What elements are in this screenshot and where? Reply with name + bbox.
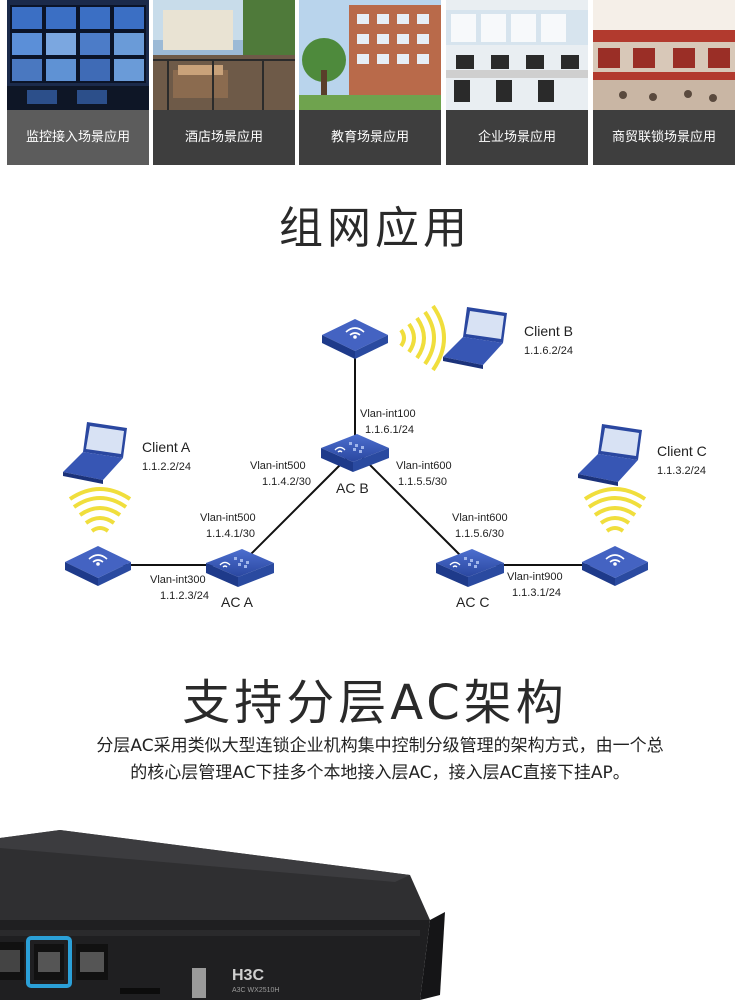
aca-left-vlan: Vlan-int300 xyxy=(150,574,206,586)
scene-label: 酒店场景应用 xyxy=(153,110,295,165)
monitoring-scene-image xyxy=(7,0,149,165)
client-c-name: Client C xyxy=(657,443,707,459)
section-title-networking: 组网应用 xyxy=(279,203,471,254)
laptop-icon xyxy=(63,422,127,484)
link-acb-aca xyxy=(239,449,356,566)
client-b-name: Client B xyxy=(524,323,573,339)
scene-label: 监控接入场景应用 xyxy=(7,110,149,165)
aca-left-ip: 1.1.2.3/24 xyxy=(160,590,209,602)
link-acb-acc xyxy=(354,449,471,566)
acb-left-vlan: Vlan-int500 xyxy=(250,460,306,472)
wifi-signal-icon xyxy=(68,487,132,533)
usb-port-icon xyxy=(192,968,206,998)
acc-up-ip: 1.1.5.6/30 xyxy=(455,528,504,540)
wifi-signal-icon xyxy=(399,304,446,372)
acc-up-vlan: Vlan-int600 xyxy=(452,512,508,524)
access-point-icon xyxy=(65,546,131,586)
highlight-frame xyxy=(26,936,72,988)
acb-right-vlan: Vlan-int600 xyxy=(396,460,452,472)
network-topology-diagram: Client B 1.1.6.2/24 Vlan-int100 1.1.6.1/… xyxy=(63,304,707,610)
ac-switch-icon xyxy=(436,549,504,587)
scene-tile-enterprise[interactable]: 企业场景应用 xyxy=(446,0,588,165)
ac-switch-icon xyxy=(321,434,389,472)
access-point-icon xyxy=(582,546,648,586)
scene-tile-monitoring[interactable]: 监控接入场景应用 xyxy=(7,0,149,165)
ethernet-port-icon xyxy=(34,944,64,980)
scene-label: 企业场景应用 xyxy=(446,110,588,165)
ac-device-image: H3C A3C WX2510H xyxy=(0,830,445,1000)
description-line-1: 分层AC采用类似大型连锁企业机构集中控制分级管理的架构方式，由一个总 xyxy=(96,736,664,756)
ethernet-port-icon xyxy=(76,944,108,980)
section-title-hierarchical-ac: 支持分层AC架构 xyxy=(182,675,568,731)
acb-up-vlan: Vlan-int100 xyxy=(360,408,416,420)
scene-tile-retail[interactable]: 商贸联锁场景应用 xyxy=(593,0,735,165)
scene-tile-hotel[interactable]: 酒店场景应用 xyxy=(153,0,295,165)
acc-right-ip: 1.1.3.1/24 xyxy=(512,587,561,599)
scene-tiles: 监控接入场景应用 酒店场景应用 教育场景应用 xyxy=(0,0,750,167)
description-line-2: 的核心层管理AC下挂多个本地接入层AC，接入层AC直接下挂AP。 xyxy=(130,763,630,783)
section-description: 分层AC采用类似大型连锁企业机构集中控制分级管理的架构方式，由一个总 的核心层管… xyxy=(50,733,710,787)
wifi-signal-icon xyxy=(583,487,647,533)
acb-up-ip: 1.1.6.1/24 xyxy=(365,424,414,436)
ac-switch-icon xyxy=(206,549,274,587)
client-b-ip: 1.1.6.2/24 xyxy=(524,345,573,357)
acc-right-vlan: Vlan-int900 xyxy=(507,571,563,583)
client-a-name: Client A xyxy=(142,439,191,455)
ethernet-port-icon xyxy=(0,942,24,980)
aca-name: AC A xyxy=(221,594,254,610)
aca-up-ip: 1.1.4.1/30 xyxy=(206,528,255,540)
brand-logo: H3C xyxy=(232,967,264,984)
acc-name: AC C xyxy=(456,594,489,610)
acb-right-ip: 1.1.5.5/30 xyxy=(398,476,447,488)
scene-label: 教育场景应用 xyxy=(299,110,441,165)
scene-label: 商贸联锁场景应用 xyxy=(593,110,735,165)
client-a-ip: 1.1.2.2/24 xyxy=(142,461,191,473)
aca-up-vlan: Vlan-int500 xyxy=(200,512,256,524)
scene-tile-education[interactable]: 教育场景应用 xyxy=(299,0,441,165)
laptop-icon xyxy=(443,307,507,369)
access-point-icon xyxy=(322,319,388,359)
acb-name: AC B xyxy=(336,480,369,496)
laptop-icon xyxy=(578,424,642,486)
device-model: A3C WX2510H xyxy=(232,987,279,994)
client-c-ip: 1.1.3.2/24 xyxy=(657,465,706,477)
acb-left-ip: 1.1.4.2/30 xyxy=(262,476,311,488)
